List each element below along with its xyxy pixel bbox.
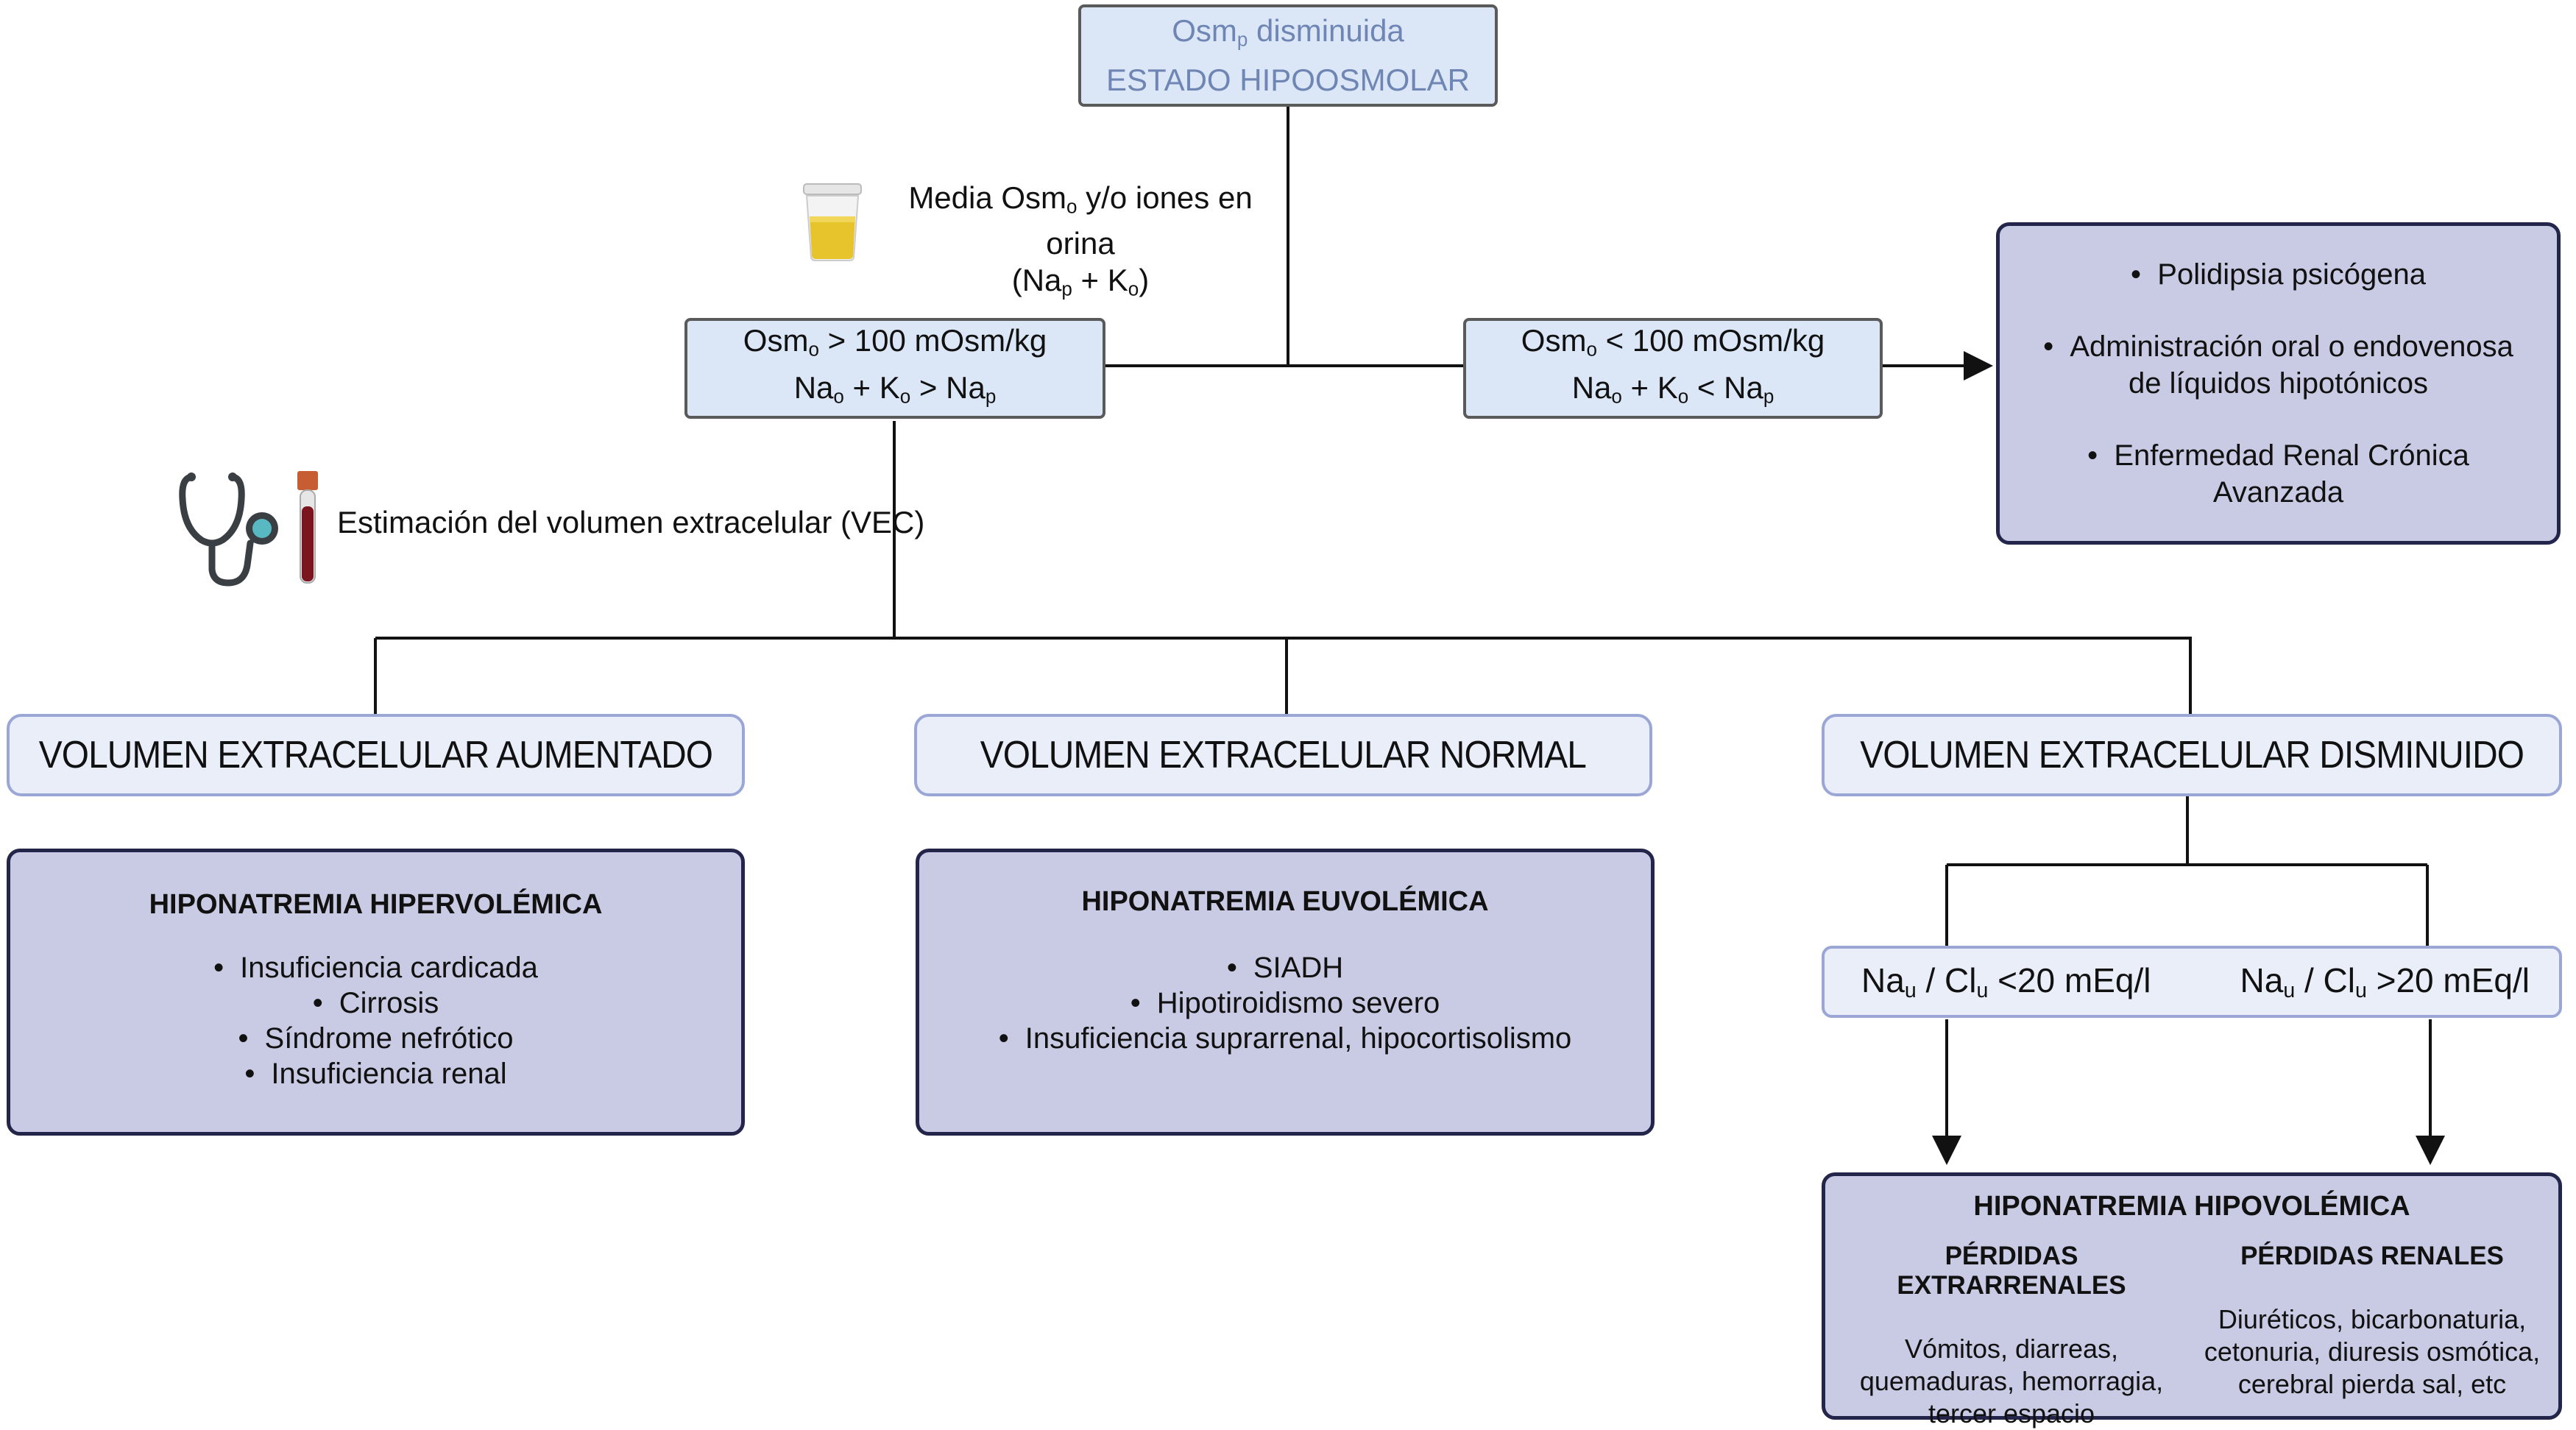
osm-decreased-label: Osmp disminuida [1172, 13, 1404, 51]
extrarenal-line: quemaduras, hemorragia, [1859, 1366, 2164, 1396]
cause-item: • Enfermedad Renal Crónica Avanzada [2087, 439, 2469, 509]
renal-line: cetonuria, diuresis osmótica, [2204, 1337, 2541, 1367]
hypervolemic-title: HIPONATREMIA HIPERVOLÉMICA [149, 889, 603, 920]
list-item: SIADH [999, 950, 1572, 985]
renal-losses-heading: PÉRDIDAS RENALES [2240, 1242, 2504, 1270]
stethoscope-icon [179, 472, 278, 587]
renal-line: cerebral pierda sal, etc [2237, 1369, 2507, 1399]
extrarenal-losses-column: PÉRDIDAS EXTRARRENALES Vómitos, diarreas… [1839, 1242, 2184, 1430]
urine-na-high-label: Nau / Clu >20 mEq/l [2240, 960, 2530, 1003]
list-item: Insuficiencia renal [213, 1056, 538, 1091]
cause-item: • Polidipsia psicógena [2131, 258, 2426, 291]
euvolemic-title: HIPONATREMIA EUVOLÉMICA [1081, 886, 1489, 917]
volume-increased-header: VOLUMEN EXTRACELULAR AUMENTADO [7, 714, 745, 796]
list-item: Síndrome nefrótico [213, 1021, 538, 1056]
osm-high-box: Osmo > 100 mOsm/kg Nao + Ko > Nap [684, 318, 1105, 419]
hypervolemic-list: Insuficiencia cardicada Cirrosis Síndrom… [213, 950, 538, 1091]
urine-osmolality-label: Media Osmo y/o iones en orina (Nap + Ko) [908, 180, 1253, 300]
osm-low-box: Osmo < 100 mOsm/kg Nao + Ko < Nap [1463, 318, 1883, 419]
list-item: Insuficiencia suprarrenal, hipocortisoli… [999, 1021, 1572, 1056]
list-item: Cirrosis [213, 985, 538, 1021]
euvolemic-box: HIPONATREMIA EUVOLÉMICA SIADH Hipotiroid… [916, 849, 1655, 1136]
blood-tube-icon [297, 471, 318, 584]
renal-line: Diuréticos, bicarbonaturia, [2218, 1304, 2527, 1334]
extrarenal-losses-heading: PÉRDIDAS EXTRARRENALES [1897, 1242, 2126, 1300]
urine-cup-icon [803, 183, 862, 261]
hypoosmolar-state-label: ESTADO HIPOOSMOLAR [1106, 63, 1470, 98]
hypoosmolar-state-box: Osmp disminuida ESTADO HIPOOSMOLAR [1078, 4, 1498, 107]
list-item: Insuficiencia cardicada [213, 950, 538, 985]
hypervolemic-box: HIPONATREMIA HIPERVOLÉMICA Insuficiencia… [7, 849, 745, 1136]
hypovolemic-box: HIPONATREMIA HIPOVOLÉMICA PÉRDIDAS EXTRA… [1822, 1172, 2562, 1429]
low-osm-causes-box: • Polidipsia psicógena • Administración … [1996, 222, 2561, 545]
list-item: Hipotiroidismo severo [999, 985, 1572, 1021]
vec-estimation-label: Estimación del volumen extracelular (VEC… [337, 505, 925, 539]
volume-normal-header: VOLUMEN EXTRACELULAR NORMAL [914, 714, 1652, 796]
renal-losses-column: PÉRDIDAS RENALES Diuréticos, bicarbonatu… [2199, 1242, 2545, 1430]
euvolemic-list: SIADH Hipotiroidismo severo Insuficienci… [999, 950, 1572, 1056]
cause-item: • Administración oral o endovenosa de lí… [2043, 330, 2513, 400]
urine-sodium-chloride-box: Nau / Clu <20 mEq/l Nau / Clu >20 mEq/l [1822, 946, 2562, 1018]
extrarenal-line: Vómitos, diarreas, [1904, 1334, 2119, 1364]
urine-na-low-label: Nau / Clu <20 mEq/l [1861, 960, 2151, 1003]
extrarenal-line: tercer espacio [1928, 1398, 2095, 1429]
hypovolemic-title: HIPONATREMIA HIPOVOLÉMICA [1973, 1191, 2410, 1222]
volume-decreased-header: VOLUMEN EXTRACELULAR DISMINUIDO [1822, 714, 2562, 796]
